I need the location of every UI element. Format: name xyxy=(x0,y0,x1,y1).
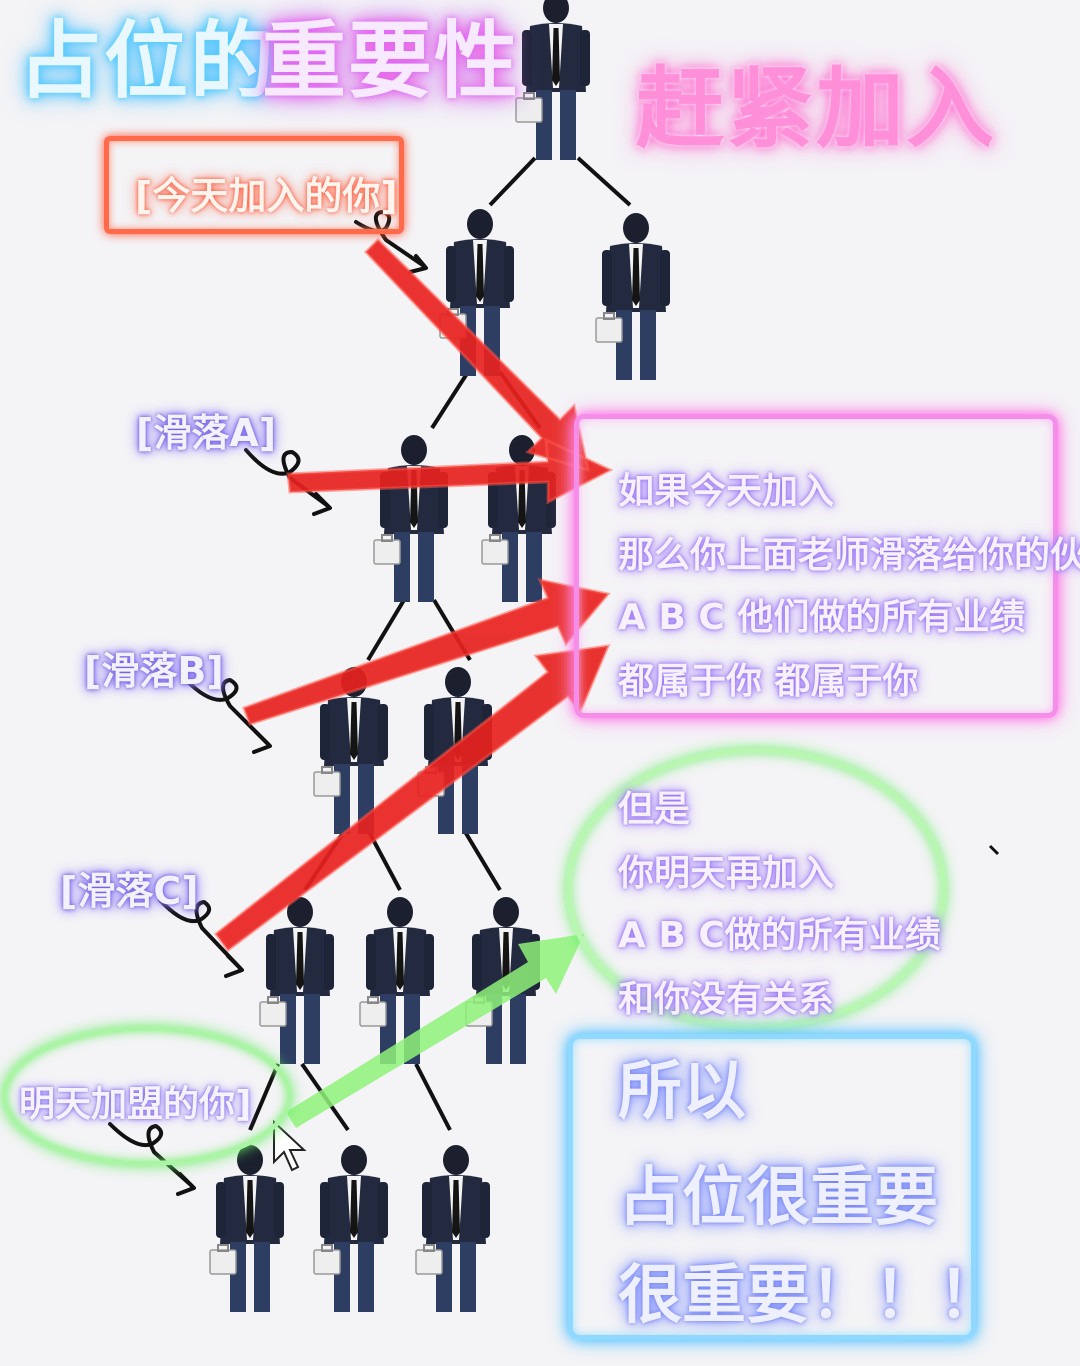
person-slide-a-2 xyxy=(481,434,557,603)
page-title-part1: 占位的 xyxy=(18,12,277,110)
red-arrow-icon xyxy=(366,240,588,470)
red-arrow-icon xyxy=(244,580,608,724)
curly-arrow-icon xyxy=(252,730,272,754)
curly-arrow-icon xyxy=(158,898,242,970)
today-label: [今天加入的你] xyxy=(135,174,398,218)
slide-a-label: [滑落A] xyxy=(136,411,277,455)
curly-arrow-icon xyxy=(244,448,330,508)
person-tomorrow-3 xyxy=(415,1144,491,1313)
blue-line-3: 很重要！！！ xyxy=(618,1259,1002,1333)
tomorrow-label: 明天加盟的你] xyxy=(19,1084,252,1125)
slide-b-label: [滑落B] xyxy=(84,649,224,693)
person-level2-right xyxy=(595,212,671,381)
pink-info-box xyxy=(574,414,1058,718)
blue-line-2: 占位很重要 xyxy=(618,1161,938,1235)
green-info-oval xyxy=(566,748,946,1030)
mouse-pointer-icon xyxy=(273,1119,307,1172)
pink-line-4: 都属于你 都属于你 xyxy=(618,661,919,702)
person-slide-c-1 xyxy=(259,896,335,1065)
red-arrows xyxy=(213,237,614,953)
person-tomorrow-1 xyxy=(209,1144,285,1313)
tomorrow-label-oval: 明天加盟的你] xyxy=(2,1026,292,1166)
green-line-3: A B C做的所有业绩 xyxy=(618,915,941,956)
person-root xyxy=(515,0,591,161)
red-arrow-icon xyxy=(288,440,610,502)
slide-c-label: [滑落C] xyxy=(60,869,199,913)
red-arrow-icon xyxy=(216,646,608,950)
pink-line-1: 如果今天加入 xyxy=(618,471,835,512)
green-arrow-icon xyxy=(286,934,584,1128)
curly-arrow-icon xyxy=(312,492,332,516)
person-slide-a-1 xyxy=(373,434,449,603)
curly-arrow-icon xyxy=(184,678,270,746)
pink-line-3: A B C 他们做的所有业绩 xyxy=(618,597,1026,638)
pink-line-2: 那么你上面老师滑落给你的伙伴 xyxy=(618,535,1080,576)
curly-arrow-icon xyxy=(408,254,428,274)
green-line-1: 但是 xyxy=(618,789,691,830)
stray-mark xyxy=(988,844,1000,856)
curly-arrow-icon xyxy=(176,1172,196,1196)
page-title-part2: 重要性 xyxy=(262,12,521,110)
blue-line-1: 所以 xyxy=(618,1055,746,1129)
blue-conclusion-box xyxy=(568,1034,976,1340)
green-line-2: 你明天再加入 xyxy=(618,853,835,894)
green-line-4: 和你没有关系 xyxy=(618,979,835,1020)
curly-arrow-icon xyxy=(224,954,244,978)
person-tomorrow-2 xyxy=(313,1144,389,1313)
today-label-box: [今天加入的你] xyxy=(104,136,404,234)
join-now-heading: 赶紧加入 xyxy=(636,57,997,160)
